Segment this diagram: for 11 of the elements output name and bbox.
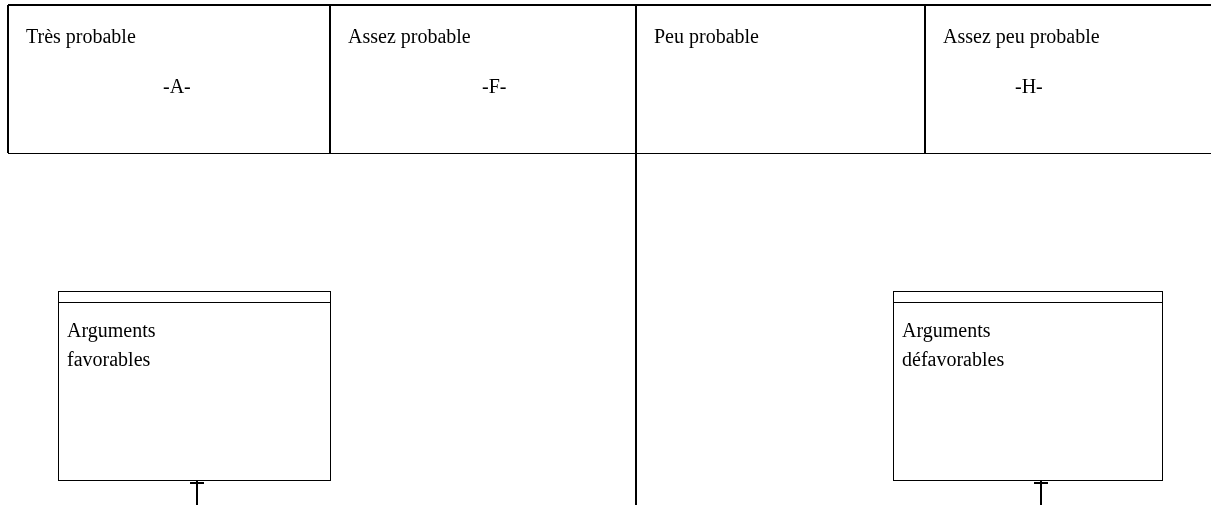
- heading-text: Assez probable: [348, 25, 471, 48]
- heading-text: Assez peu probable: [943, 25, 1100, 48]
- letter-label: -H-: [1015, 75, 1043, 98]
- box-text: Arguments défavorables: [902, 318, 1006, 372]
- argument-box: [58, 291, 331, 481]
- heading-text: Très probable: [26, 25, 136, 48]
- box-text: Arguments favorables: [67, 318, 157, 372]
- heading-text: Peu probable: [654, 25, 759, 48]
- letter-label: -F-: [482, 75, 507, 98]
- letter-label: -A-: [163, 75, 191, 98]
- argument-box: [893, 291, 1163, 481]
